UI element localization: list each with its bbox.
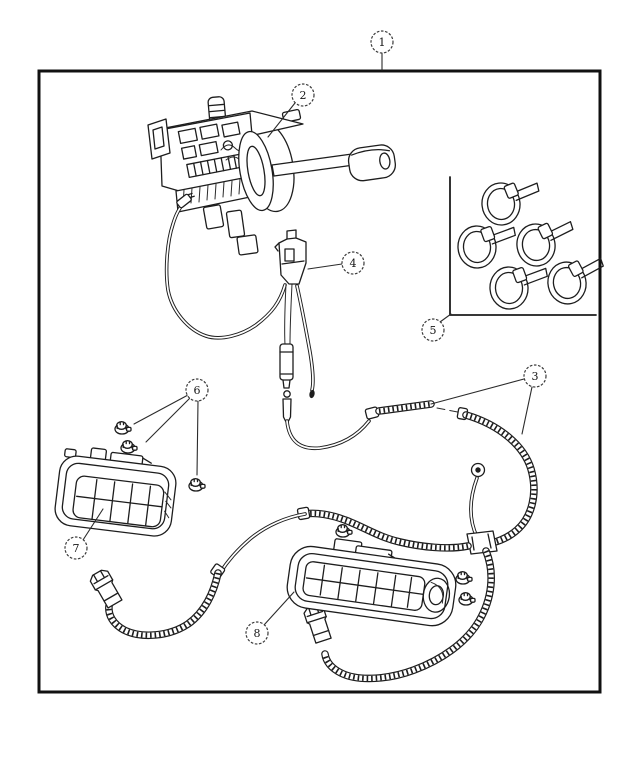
callout-3-number: 3	[532, 370, 539, 383]
callout-6-number: 6	[194, 384, 201, 397]
screw	[335, 524, 353, 538]
callout-2	[291, 83, 315, 107]
callout-8	[245, 621, 269, 645]
harness-junction	[466, 530, 498, 555]
callout-8-number: 8	[254, 627, 261, 640]
screw	[120, 440, 138, 454]
callouts: 1 2 3 4 5 6 7 8	[64, 30, 547, 645]
hose-clamp	[512, 216, 579, 270]
screw	[458, 592, 476, 606]
switch-stalk-knob	[347, 144, 396, 182]
callout-1	[370, 30, 394, 54]
hose-clamp	[479, 178, 543, 228]
wire-boot	[279, 343, 294, 381]
hose-clamp	[455, 222, 519, 270]
multifunction-switch	[147, 96, 396, 256]
callout-6	[185, 378, 209, 402]
callout-5	[421, 318, 445, 342]
left-fog-lamp	[54, 447, 177, 537]
left-lamp-plug	[87, 567, 125, 610]
screw	[114, 421, 132, 435]
callout-7	[64, 536, 88, 560]
pigtail-connector	[176, 192, 195, 209]
callout-3	[523, 364, 547, 388]
callout-4-number: 4	[350, 257, 357, 270]
callout-4	[341, 251, 365, 275]
relay-wire-assembly	[164, 192, 315, 399]
hose-clamp	[487, 263, 551, 311]
callout-1-number: 1	[379, 36, 386, 49]
relay-bracket	[278, 229, 307, 285]
kit-package-outline	[37, 69, 602, 694]
callout-5-number: 5	[430, 324, 437, 337]
screw	[188, 478, 206, 492]
right-fog-lamp	[286, 538, 457, 627]
callout-7-number: 7	[73, 542, 80, 555]
screw	[455, 571, 473, 585]
clamp-set	[449, 176, 611, 316]
lamp-side-reflector	[422, 577, 451, 613]
wiring-harness	[87, 390, 534, 679]
callout-2-number: 2	[300, 89, 307, 102]
